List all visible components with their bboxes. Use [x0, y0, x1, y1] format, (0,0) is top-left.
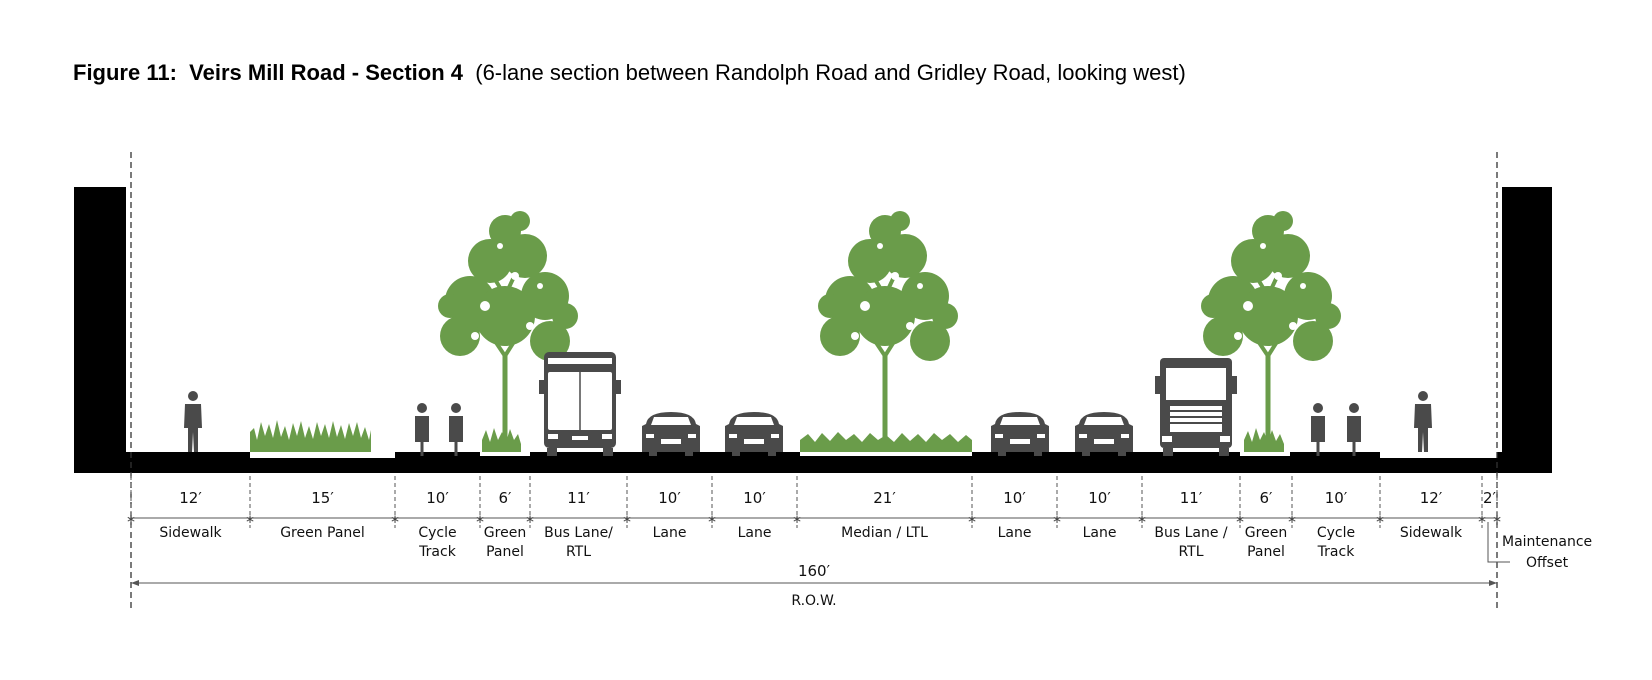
pedestrian-icon	[1414, 391, 1432, 452]
segment-width: 2′	[1483, 489, 1497, 507]
boundary-marker-icon: ∗	[1235, 512, 1245, 526]
grass-green-panel-left-narrow	[482, 428, 521, 452]
boundary-marker-icon: ∗	[390, 512, 400, 526]
figure-number: Figure 11:	[73, 60, 177, 85]
car-icon	[991, 412, 1049, 456]
segment-label: RTL	[566, 544, 591, 560]
segment-label: Lane	[1083, 525, 1117, 541]
segment-label: Track	[418, 544, 457, 560]
figure-title: Figure 11: Veirs Mill Road - Section 4 (…	[73, 60, 1186, 86]
segment-label: Bus Lane /	[1154, 525, 1228, 541]
cyclist-icon	[415, 403, 429, 456]
boundary-marker-icon: ∗	[622, 512, 632, 526]
tree-icon	[816, 209, 960, 448]
segment-label: Lane	[998, 525, 1032, 541]
segment-label: Green	[1245, 525, 1287, 541]
pedestrian-icon	[184, 391, 202, 452]
boundary-marker-icon: ∗	[1137, 512, 1147, 526]
maintenance-offset-label-1: Maintenance	[1502, 534, 1592, 550]
segment-label: Bus Lane/	[544, 525, 613, 541]
ground-profile	[74, 452, 1552, 473]
segment-label: Lane	[653, 525, 687, 541]
segment-width: 21′	[873, 489, 896, 507]
segment-label: Green Panel	[280, 525, 365, 541]
segment-width: 10′	[743, 489, 766, 507]
segment-width: 10′	[1325, 489, 1348, 507]
segment-label: Green	[484, 525, 526, 541]
segment-width: 6′	[1260, 489, 1274, 507]
segment-label: Track	[1317, 544, 1356, 560]
segment-width: 10′	[1088, 489, 1111, 507]
segment-width: 12′	[1420, 489, 1443, 507]
boundary-marker-icon: ∗	[1375, 512, 1385, 526]
building-left	[74, 187, 126, 473]
segment-width: 11′	[567, 489, 590, 507]
segment-width: 12′	[179, 489, 202, 507]
segment-width: 10′	[1003, 489, 1026, 507]
boundary-marker-icon: ∗	[475, 512, 485, 526]
segment-label: Sidewalk	[1400, 525, 1463, 541]
segment-label: Cycle	[418, 525, 456, 541]
segment-boundaries: ∗ ∗ ∗ ∗ ∗ ∗ ∗ ∗ ∗ ∗ ∗ ∗ ∗ ∗ ∗ ∗	[126, 476, 1502, 528]
row-total-dimension: 160′ R.O.W.	[131, 562, 1497, 609]
segment-label: Median / LTL	[841, 525, 928, 541]
car-icon	[1075, 412, 1133, 456]
boundary-marker-icon: ∗	[967, 512, 977, 526]
boundary-marker-icon: ∗	[1492, 512, 1502, 526]
segment-width: 11′	[1180, 489, 1203, 507]
cyclist-icon	[1311, 403, 1325, 456]
figure-name: Veirs Mill Road - Section 4	[189, 60, 464, 85]
cyclist-icon	[1347, 403, 1361, 456]
segment-label: Panel	[486, 544, 524, 560]
grass-green-panel-right-narrow	[1244, 428, 1284, 452]
segment-widths: 12′ 15′ 10′ 6′ 11′ 10′ 10′ 21′ 10′ 10′ 11′ 6′ 10′ 12′…	[179, 489, 1496, 507]
segment-width: 10′	[426, 489, 449, 507]
boundary-marker-icon: ∗	[707, 512, 717, 526]
segment-label: Cycle	[1317, 525, 1355, 541]
segment-label: RTL	[1178, 544, 1203, 560]
figure-description: (6-lane section between Randolph Road an…	[475, 60, 1186, 85]
segment-width: 10′	[658, 489, 681, 507]
grass-green-panel-left	[250, 420, 371, 452]
segment-label: Lane	[738, 525, 772, 541]
boundary-marker-icon: ∗	[1477, 512, 1487, 526]
boundary-marker-icon: ∗	[792, 512, 802, 526]
car-icon	[642, 412, 700, 456]
segment-label: Panel	[1247, 544, 1285, 560]
boundary-marker-icon: ∗	[1287, 512, 1297, 526]
segment-width: 15′	[311, 489, 334, 507]
truck-icon	[1155, 358, 1237, 456]
row-label: R.O.W.	[791, 593, 836, 609]
bus-icon	[538, 351, 622, 457]
boundary-marker-icon: ∗	[245, 512, 255, 526]
cyclist-icon	[449, 403, 463, 456]
boundary-marker-icon: ∗	[1052, 512, 1062, 526]
boundary-marker-icon: ∗	[126, 512, 136, 526]
maintenance-offset-callout: Maintenance Offset	[1487, 522, 1592, 571]
maintenance-offset-label-2: Offset	[1526, 555, 1569, 571]
segment-width: 6′	[499, 489, 513, 507]
row-total-width: 160′	[798, 562, 831, 580]
boundary-marker-icon: ∗	[525, 512, 535, 526]
car-icon	[725, 412, 783, 456]
building-right	[1502, 187, 1552, 473]
segment-label: Sidewalk	[159, 525, 222, 541]
